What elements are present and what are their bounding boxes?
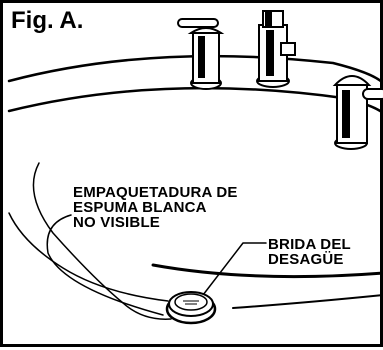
drain-flange-callout-line-1: BRIDA DEL <box>268 236 351 253</box>
drain-flange-callout: BRIDA DEL DESAGÜE <box>268 237 351 267</box>
foam-gasket-leader-2 <box>46 214 164 316</box>
faucet-spout-icon <box>256 10 296 88</box>
drain-flange-callout-line-2: DESAGÜE <box>268 251 344 268</box>
basin-left-side <box>8 212 169 302</box>
basin-inner-curve <box>151 263 383 279</box>
faucet-handle-right-icon <box>332 75 383 150</box>
basin-bowl-line <box>232 294 383 309</box>
figure-label: Fig. A. <box>11 7 84 34</box>
foam-gasket-callout-line-3: NO VISIBLE <box>73 214 161 231</box>
sink-rim-outer <box>7 54 383 85</box>
drain-flange-leader <box>202 242 267 296</box>
foam-gasket-callout-line-1: EMPAQUETADURA DE <box>73 184 238 201</box>
faucet-handle-left-icon <box>177 18 225 90</box>
foam-gasket-leader <box>32 162 172 320</box>
foam-gasket-callout-line-2: ESPUMA BLANCA <box>73 199 207 216</box>
foam-gasket-callout: EMPAQUETADURA DE ESPUMA BLANCA NO VISIBL… <box>73 185 238 230</box>
drain-flange-icon <box>165 291 217 325</box>
sink-illustration <box>7 10 383 325</box>
sink-rim-inner <box>7 86 383 115</box>
